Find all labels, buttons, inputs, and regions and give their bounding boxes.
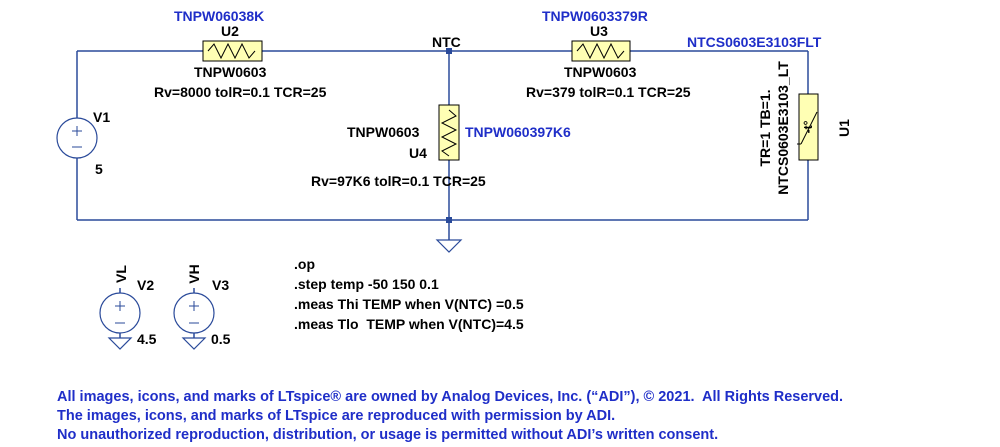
u2-resistor-zigzag [207,42,256,60]
ground-symbol-v2 [107,337,133,350]
v3-value-label: 0.5 [211,331,231,347]
u1-thermistor-slash [800,111,818,145]
resistor-u2[interactable] [202,40,263,62]
u2-params-label: Rv=8000 tolR=0.1 TCR=25 [154,84,327,100]
spice-directives[interactable]: .op .step temp -50 150 0.1 .meas Thi TEM… [294,256,524,332]
voltage-source-v1[interactable] [56,117,98,159]
footer-line: No unauthorized reproduction, distributi… [57,427,718,443]
ground-symbol-main [435,239,463,253]
directive-line: .meas Tlo TEMP when V(NTC)=4.5 [294,316,524,332]
v2-value-label: 4.5 [137,331,157,347]
u1-model-label: NTCS0603E3103_LT [775,61,791,195]
u2-resistor-icon [202,40,263,62]
v3-net-label[interactable]: VH [186,264,202,283]
u2-model-label: TNPW0603 [194,64,267,80]
u3-resistor-zigzag [576,42,625,60]
resistor-u4[interactable] [438,104,460,161]
v3-source-icon [173,292,215,334]
v3-name-label: V3 [212,277,229,293]
u3-model-label: TNPW0603 [564,64,637,80]
footer-line: The images, icons, and marks of LTspice … [57,408,615,424]
wires [76,50,809,338]
u1-part-label: NTCS0603E3103FLT [687,34,822,50]
copyright-footer: All images, icons, and marks of LTspice®… [57,389,843,443]
thermistor-u1[interactable]: -t° [797,93,819,161]
voltage-source-v3[interactable] [173,288,215,334]
u4-part-label: TNPW060397K6 [465,124,571,140]
directive-line: .op [294,256,315,272]
u3-name-label: U3 [590,23,608,39]
v2-name-label: V2 [137,277,154,293]
directive-line: .meas Thi TEMP when V(NTC) =0.5 [294,296,524,312]
u4-model-label: TNPW0603 [347,124,420,140]
resistor-u3[interactable] [571,40,631,62]
ground-symbol-v3 [181,337,207,350]
v1-source-icon [56,117,98,159]
v2-source-icon [99,292,141,334]
u1-symbol-text: -t° [801,120,815,133]
u4-params-label: Rv=97K6 tolR=0.1 TCR=25 [311,173,486,189]
u3-params-label: Rv=379 tolR=0.1 TCR=25 [526,84,691,100]
u2-name-label: U2 [221,23,239,39]
footer-line: All images, icons, and marks of LTspice®… [57,389,843,405]
voltage-source-v2[interactable] [99,288,141,334]
u3-part-label: TNPW0603379R [542,8,648,24]
v2-net-label[interactable]: VL [113,265,129,283]
u1-thermistor-icon [798,93,819,161]
directive-line: .step temp -50 150 0.1 [294,276,439,292]
u4-name-label: U4 [409,145,427,161]
junction-bottom [446,217,452,223]
u1-name-label: U1 [836,119,852,137]
u4-resistor-icon [438,104,460,161]
junction-ntc [446,48,452,54]
v1-value-label: 5 [95,161,103,177]
u2-part-label: TNPW06038K [174,8,264,24]
net-label-ntc[interactable]: NTC [432,34,461,50]
v1-name-label: V1 [93,109,110,125]
u1-params-label: TR=1 TB=1. [757,89,773,166]
u4-resistor-zigzag [440,109,458,157]
